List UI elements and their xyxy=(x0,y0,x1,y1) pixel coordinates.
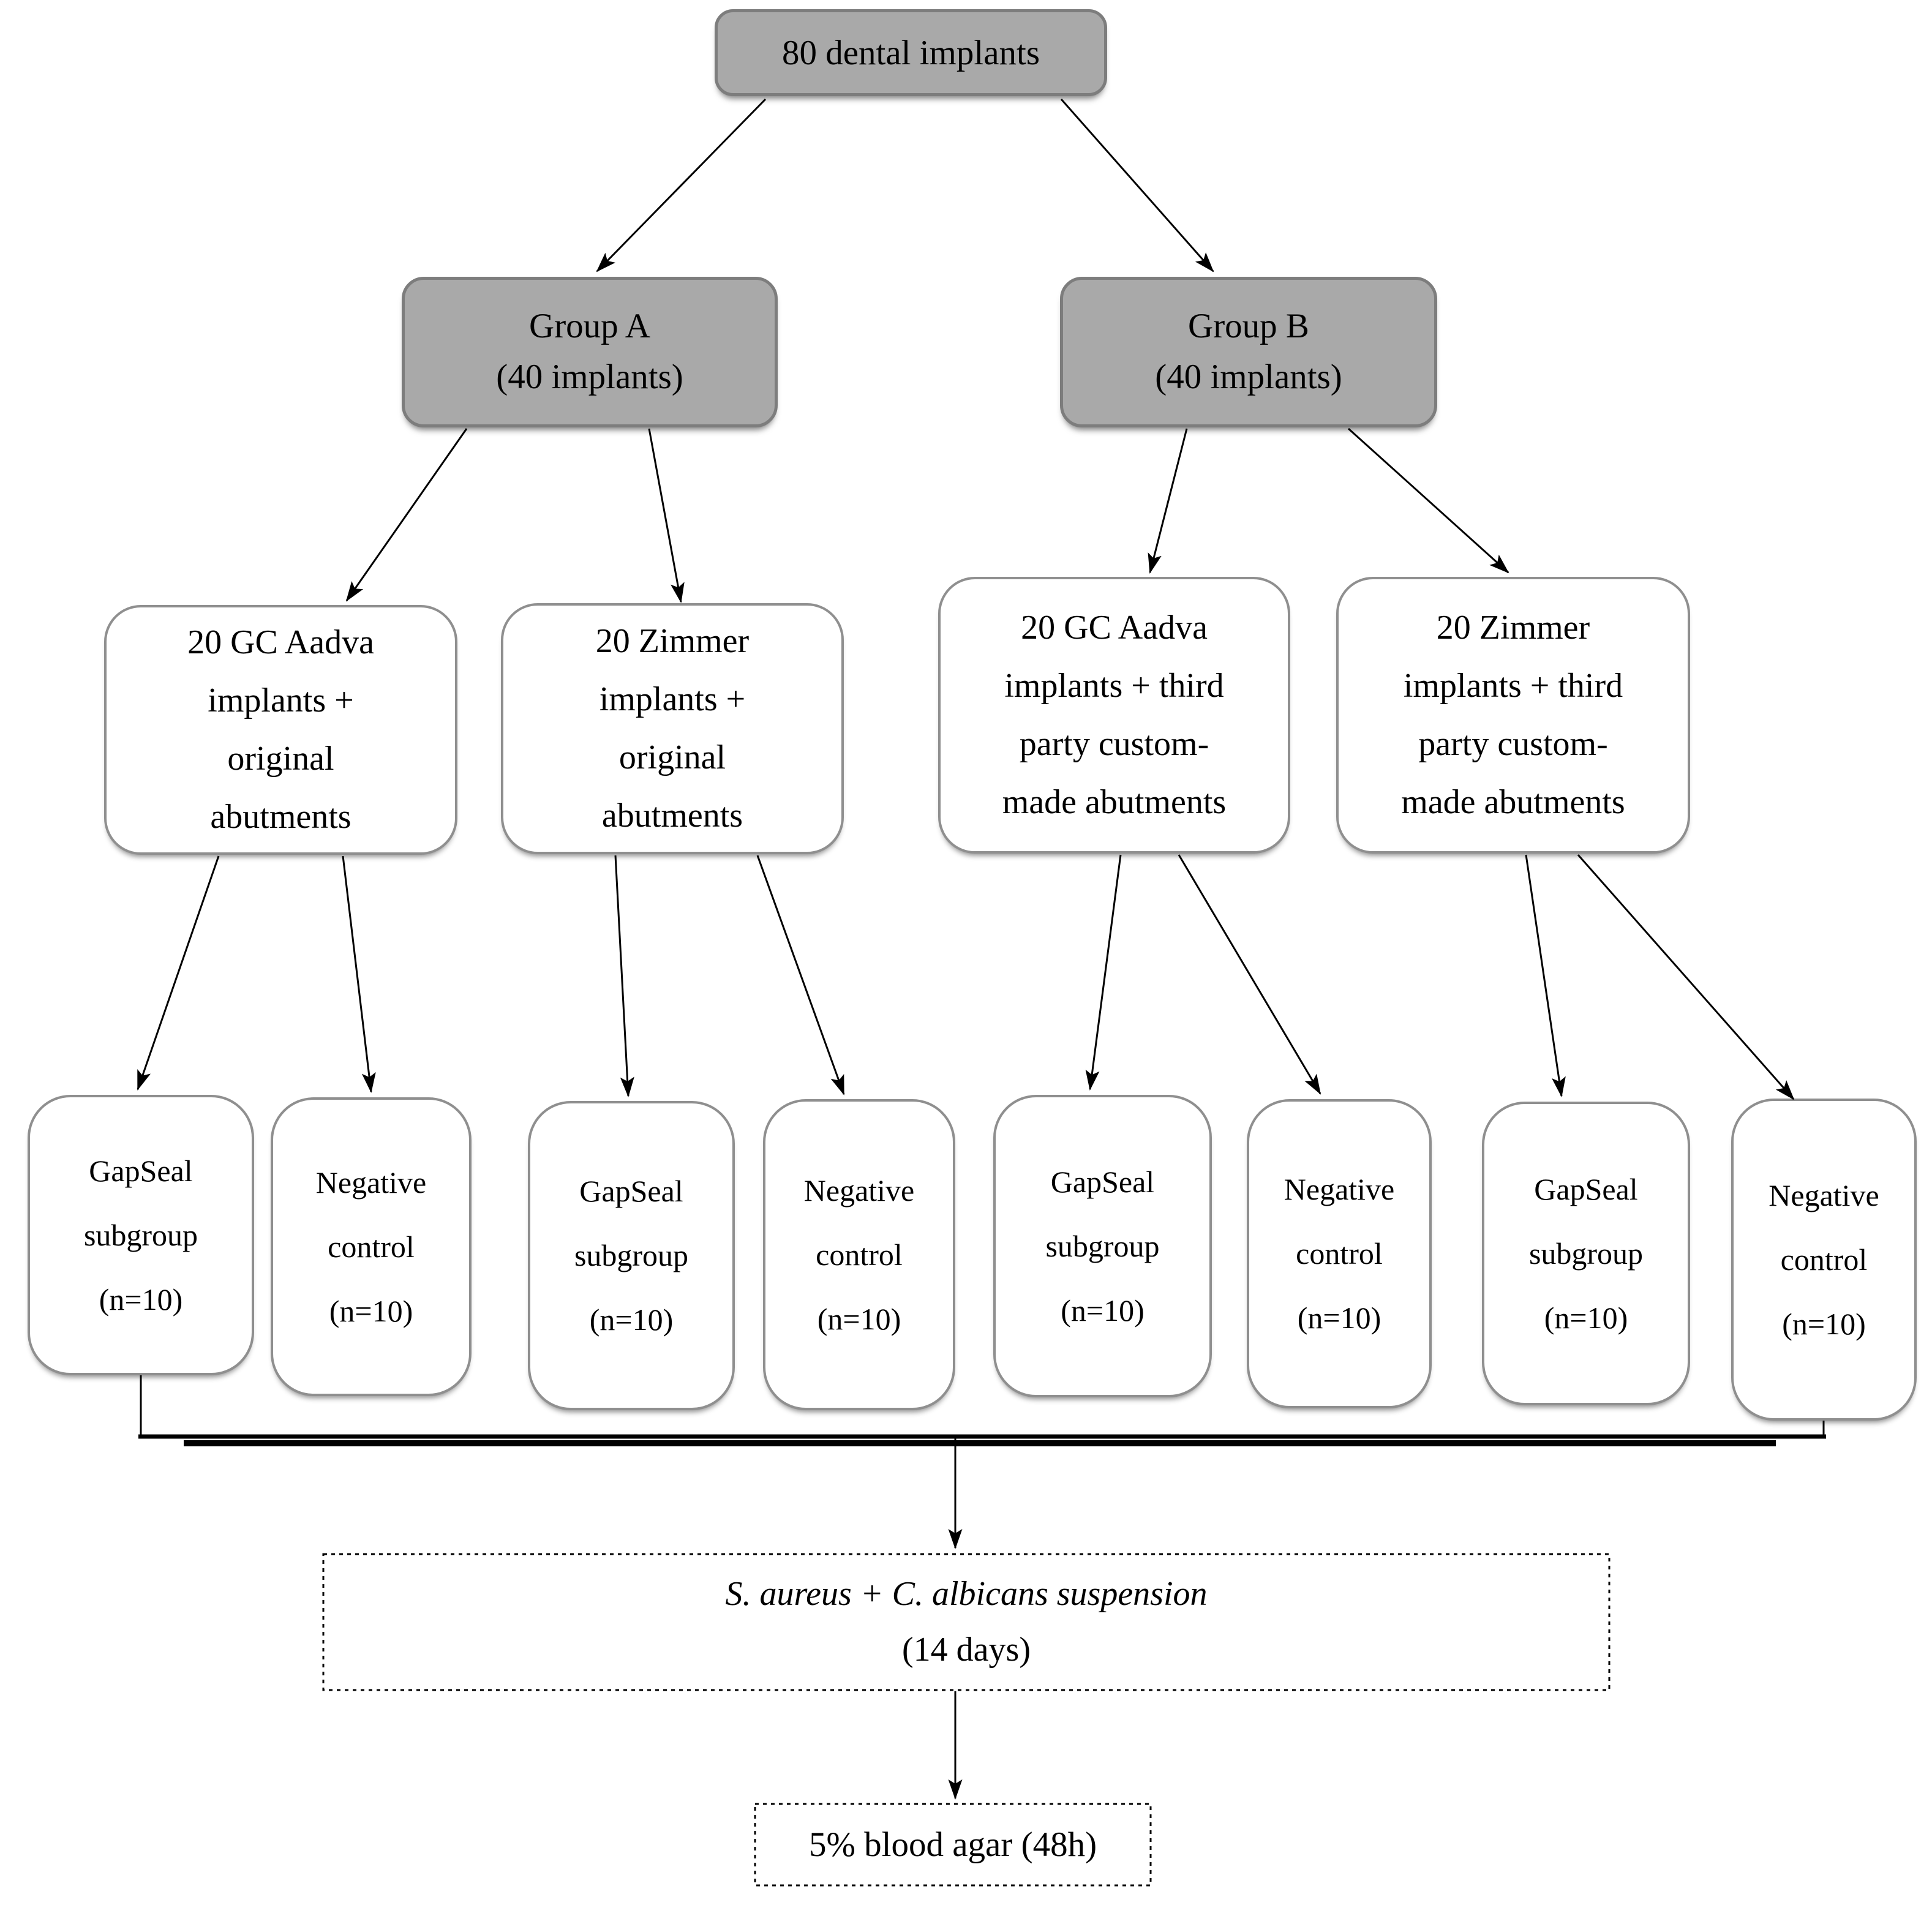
node-subgroup-negative-4: Negative control (n=10) xyxy=(1731,1099,1917,1421)
node-group-a: Group A (40 implants) xyxy=(402,277,778,427)
node-subgroup-negative-1: Negative control (n=10) xyxy=(271,1097,472,1396)
label-line: implants + third xyxy=(1403,666,1623,705)
label-line: implants + xyxy=(599,680,746,718)
label-line: abutments xyxy=(210,798,351,836)
node-group-b: Group B (40 implants) xyxy=(1060,277,1437,427)
node-subgroup-negative-3: Negative control (n=10) xyxy=(1247,1099,1432,1408)
label-line: GapSeal xyxy=(1534,1171,1638,1206)
label-line: 20 Zimmer xyxy=(595,622,750,660)
group-b-name: Group B xyxy=(1188,307,1309,346)
label-line: (n=10) xyxy=(1297,1301,1381,1335)
node-blood-agar-step: 5% blood agar (48h) xyxy=(755,1804,1151,1885)
label-line: abutments xyxy=(601,797,743,835)
label-line: control xyxy=(1780,1242,1868,1277)
suspension-duration-label: (14 days) xyxy=(902,1631,1031,1669)
label-line: Negative xyxy=(315,1165,427,1200)
label-line: subgroup xyxy=(83,1217,198,1252)
label-line: (n=10) xyxy=(1544,1300,1628,1335)
label-line: subgroup xyxy=(574,1238,689,1272)
label-line: (n=10) xyxy=(1782,1306,1866,1341)
label-line: control xyxy=(816,1237,903,1272)
group-a-name: Group A xyxy=(529,307,650,346)
label-line: GapSeal xyxy=(579,1174,683,1208)
node-zimmer-original: 20 Zimmer implants + original abutments xyxy=(501,603,844,854)
label-line: (n=10) xyxy=(589,1302,674,1337)
group-a-count: (40 implants) xyxy=(496,358,683,396)
label-line: Negative xyxy=(1768,1178,1879,1212)
label-line: 20 GC Aadva xyxy=(1021,608,1208,647)
label-line: original xyxy=(618,738,726,776)
label-line: (n=10) xyxy=(1061,1293,1145,1328)
node-subgroup-gapseal-1: GapSeal subgroup (n=10) xyxy=(28,1095,254,1375)
label-line: (n=10) xyxy=(329,1293,413,1328)
label-line: subgroup xyxy=(1528,1236,1644,1271)
label-line: GapSeal xyxy=(1050,1164,1155,1199)
node-gc-aadva-original: 20 GC Aadva implants + original abutment… xyxy=(104,605,457,855)
label-line: made abutments xyxy=(1401,783,1625,822)
label-line: control xyxy=(328,1229,415,1264)
blood-agar-label: 5% blood agar (48h) xyxy=(808,1825,1097,1864)
label-line: 20 GC Aadva xyxy=(187,623,374,661)
label-line: made abutments xyxy=(1002,783,1227,822)
label-line: (n=10) xyxy=(817,1301,901,1336)
group-b-count: (40 implants) xyxy=(1155,358,1342,396)
label-line: original xyxy=(227,740,334,778)
label-line: (n=10) xyxy=(99,1282,183,1317)
node-zimmer-thirdparty: 20 Zimmer implants + third party custom-… xyxy=(1336,577,1690,854)
label-line: control xyxy=(1296,1236,1383,1271)
label-line: Negative xyxy=(803,1173,915,1208)
node-total-implants-label: 80 dental implants xyxy=(781,33,1040,72)
node-subgroup-negative-2: Negative control (n=10) xyxy=(763,1099,955,1410)
label-line: GapSeal xyxy=(89,1153,193,1188)
label-line: implants + xyxy=(208,681,354,719)
label-line: party custom- xyxy=(1418,725,1608,763)
label-line: Negative xyxy=(1284,1172,1395,1206)
node-subgroup-gapseal-3: GapSeal subgroup (n=10) xyxy=(993,1095,1212,1397)
label-line: subgroup xyxy=(1045,1228,1160,1263)
node-gc-aadva-thirdparty: 20 GC Aadva implants + third party custo… xyxy=(938,577,1290,854)
label-line: 20 Zimmer xyxy=(1436,608,1590,647)
node-total-implants: 80 dental implants xyxy=(715,9,1107,96)
label-line: party custom- xyxy=(1019,725,1209,763)
suspension-species-label: S. aureus + C. albicans suspension xyxy=(725,1575,1208,1614)
node-suspension-step: S. aureus + C. albicans suspension (14 d… xyxy=(323,1554,1609,1690)
label-line: implants + third xyxy=(1004,666,1224,705)
node-subgroup-gapseal-2: GapSeal subgroup (n=10) xyxy=(528,1101,735,1410)
node-subgroup-gapseal-4: GapSeal subgroup (n=10) xyxy=(1482,1102,1690,1405)
